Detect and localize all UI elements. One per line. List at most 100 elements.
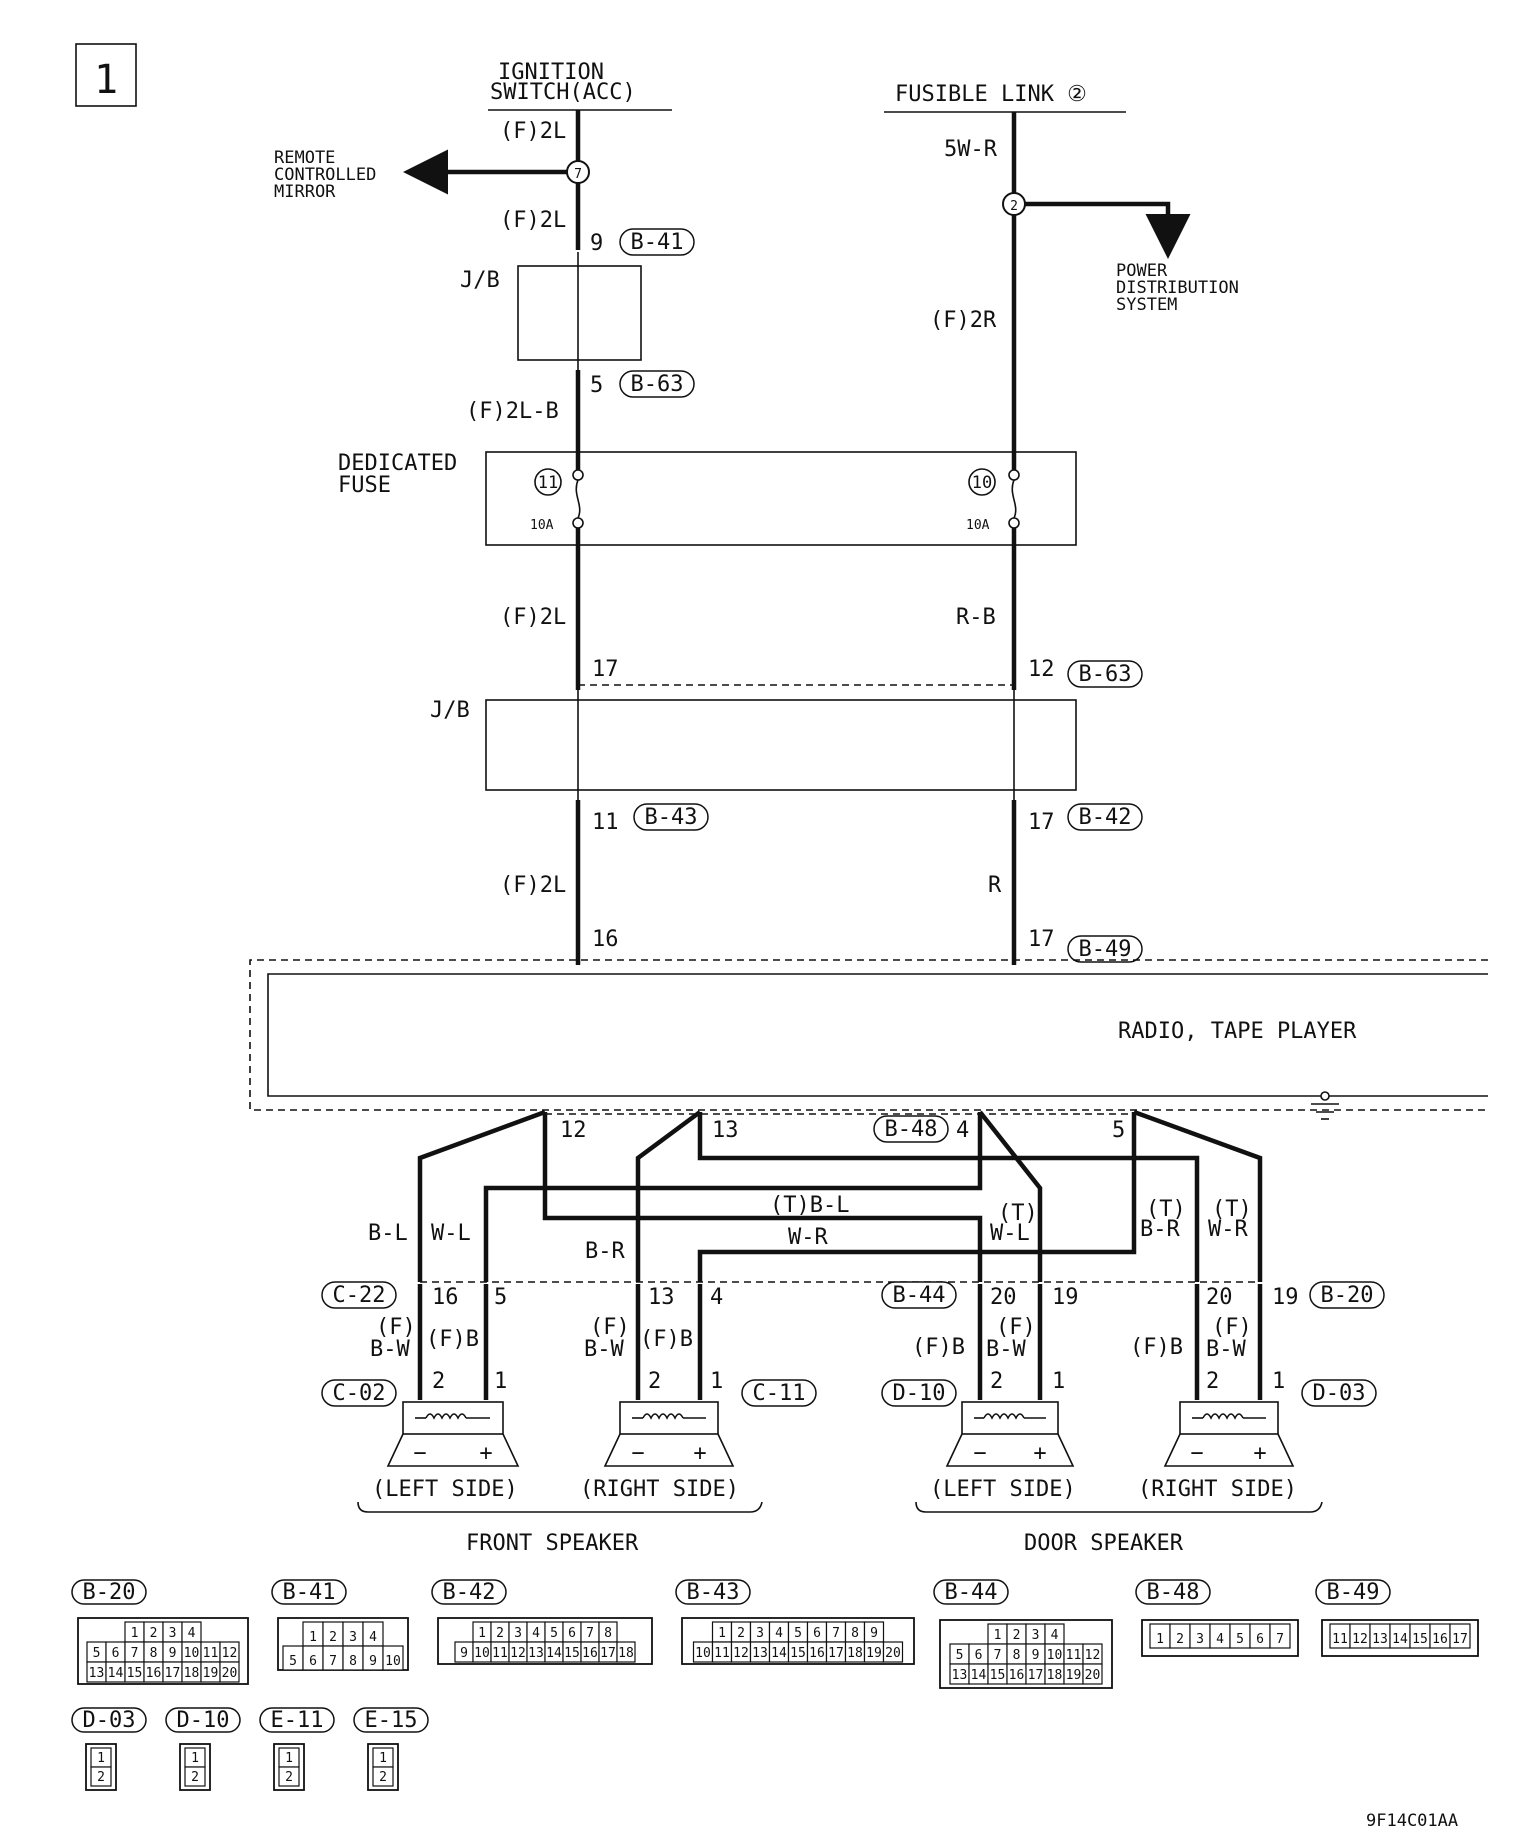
legend-b42-pin: 7 — [586, 1626, 594, 1641]
legend-b41-pin: 10 — [385, 1654, 401, 1669]
legend-b48-pin: 7 — [1276, 1632, 1284, 1647]
legend-e15-pin: 1 — [379, 1751, 387, 1766]
legend-b44-pin: 12 — [1085, 1648, 1101, 1663]
legend-b49-pin: 13 — [1372, 1632, 1388, 1647]
pin-17-jb-in: 17 — [592, 657, 619, 682]
pin-17-b42: 17 — [1028, 810, 1055, 835]
speaker-front-right: − + — [603, 1401, 735, 1467]
speaker-door-right: − + — [1163, 1401, 1295, 1467]
svg-text:B-42: B-42 — [443, 1580, 496, 1605]
power-branch-wire — [1025, 201, 1191, 259]
pin-16-c22: 16 — [432, 1285, 459, 1310]
fuse-left-element — [575, 479, 581, 519]
svg-text:D-10: D-10 — [177, 1708, 230, 1733]
fuse-left-bottom-terminal — [572, 517, 584, 529]
section-number-box — [75, 43, 137, 107]
jb-label-bottom: J/B — [430, 698, 470, 723]
fuse-number-11: 11 — [538, 473, 558, 493]
legend-b41-pin: 6 — [309, 1654, 317, 1669]
legend-b43-cell — [882, 1641, 904, 1663]
legend-tag-e15: E-15 — [353, 1707, 429, 1733]
legend-b42-pin: 8 — [604, 1626, 612, 1641]
fuse-left-rating: 10A — [530, 518, 554, 533]
wire-label-t-b-r: B-R — [1140, 1217, 1180, 1242]
pin-12-radio: 12 — [560, 1118, 587, 1143]
svg-text:B-42: B-42 — [1079, 805, 1132, 830]
wire-b-r — [635, 1110, 702, 1282]
svg-text:B-20: B-20 — [83, 1580, 136, 1605]
legend-b49-cell — [1449, 1623, 1471, 1649]
legend-housing-b20 — [77, 1617, 249, 1685]
pin-5-radio: 5 — [1112, 1118, 1125, 1143]
legend-b20-pin: 4 — [188, 1626, 196, 1641]
radio-inner-outline — [267, 973, 1488, 1097]
legend-b41-pin: 9 — [369, 1654, 377, 1669]
dedicated-fuse-label-2: FUSE — [338, 473, 391, 498]
wire-t-w-l — [978, 1110, 1043, 1282]
legend-b43-pin: 3 — [756, 1626, 764, 1641]
connector-tag-b49: B-49 — [1067, 935, 1143, 963]
front-left-side-label: (LEFT SIDE) — [372, 1477, 518, 1502]
legend-b42-pin: 16 — [582, 1646, 598, 1661]
legend-b41-cell — [382, 1645, 404, 1671]
fuse-number-10: 10 — [972, 473, 992, 493]
fuse-right-top-terminal — [1008, 469, 1020, 481]
wire-label-t-2: (T) — [1146, 1197, 1186, 1222]
svg-text:−: − — [413, 1441, 426, 1466]
legend-b44-pin: 1 — [994, 1628, 1002, 1643]
pin-9: 9 — [590, 231, 603, 256]
wire-label-f2l-b: (F)2L-B — [466, 399, 559, 424]
legend-b44-pin: 7 — [994, 1648, 1002, 1663]
svg-text:−: − — [631, 1441, 644, 1466]
svg-text:B-48: B-48 — [1147, 1580, 1200, 1605]
legend-b44-pin: 15 — [990, 1668, 1006, 1683]
pin-13-radio: 13 — [712, 1118, 739, 1143]
wire-label-w-l: W-L — [431, 1221, 471, 1246]
svg-text:D-03: D-03 — [1313, 1381, 1366, 1406]
connector-tag-b63-top: B-63 — [619, 370, 695, 398]
radio-label: RADIO, TAPE PLAYER — [1118, 1019, 1357, 1044]
svg-text:+: + — [1253, 1441, 1266, 1466]
wire-label-t-w-l: W-L — [990, 1221, 1030, 1246]
svg-text:E-11: E-11 — [271, 1708, 324, 1733]
legend-b44-pin: 16 — [1009, 1668, 1025, 1683]
legend-tag-d10: D-10 — [165, 1707, 241, 1733]
legend-b48-pin: 2 — [1176, 1632, 1184, 1647]
legend-b42-pin: 15 — [564, 1646, 580, 1661]
junction-mirror-id: 7 — [574, 167, 582, 182]
legend-b48-pin: 6 — [1256, 1632, 1264, 1647]
legend-b42-pin: 9 — [460, 1646, 468, 1661]
legend-b44-pin: 11 — [1066, 1648, 1082, 1663]
svg-text:B-43: B-43 — [645, 805, 698, 830]
fuse-number-10-circle — [968, 468, 996, 496]
legend-housing-d03 — [85, 1743, 117, 1791]
wire-label-r: R — [988, 873, 1002, 898]
svg-text:B-41: B-41 — [631, 230, 684, 255]
remote-mirror-label-1: REMOTE — [274, 148, 335, 168]
legend-b44-pin: 2 — [1013, 1628, 1021, 1643]
svg-text:B-63: B-63 — [1079, 662, 1132, 687]
wire-label-b-l: B-L — [368, 1221, 408, 1246]
legend-b42-pin: 13 — [528, 1646, 544, 1661]
legend-b20-pin: 11 — [203, 1646, 219, 1661]
legend-b43-pin: 12 — [733, 1646, 749, 1661]
wire-label-b-w-dl: B-W — [986, 1337, 1026, 1362]
legend-b49-pin: 12 — [1352, 1632, 1368, 1647]
svg-text:D-03: D-03 — [83, 1708, 136, 1733]
legend-b42-pin: 12 — [510, 1646, 526, 1661]
wire-label-b-r: B-R — [585, 1239, 625, 1264]
legend-b44-pin: 6 — [975, 1648, 983, 1663]
dedicated-fuse-label-1: DEDICATED — [338, 451, 457, 476]
legend-b20-pin: 5 — [93, 1646, 101, 1661]
legend-b20-cell — [219, 1661, 240, 1683]
wire-label-b-w-fl: B-W — [370, 1337, 410, 1362]
legend-b49-pin: 17 — [1452, 1632, 1468, 1647]
door-speaker-bracket — [915, 1501, 1323, 1513]
connector-tag-b44: B-44 — [881, 1281, 957, 1309]
speaker-door-left: − + — [945, 1401, 1075, 1467]
legend-b20-pin: 13 — [89, 1666, 105, 1681]
power-dist-label-1: POWER — [1116, 261, 1168, 281]
svg-text:B-48: B-48 — [885, 1117, 938, 1142]
wire-label-f2l-2: (F)2L — [500, 208, 566, 233]
legend-b43-pin: 7 — [832, 1626, 840, 1641]
